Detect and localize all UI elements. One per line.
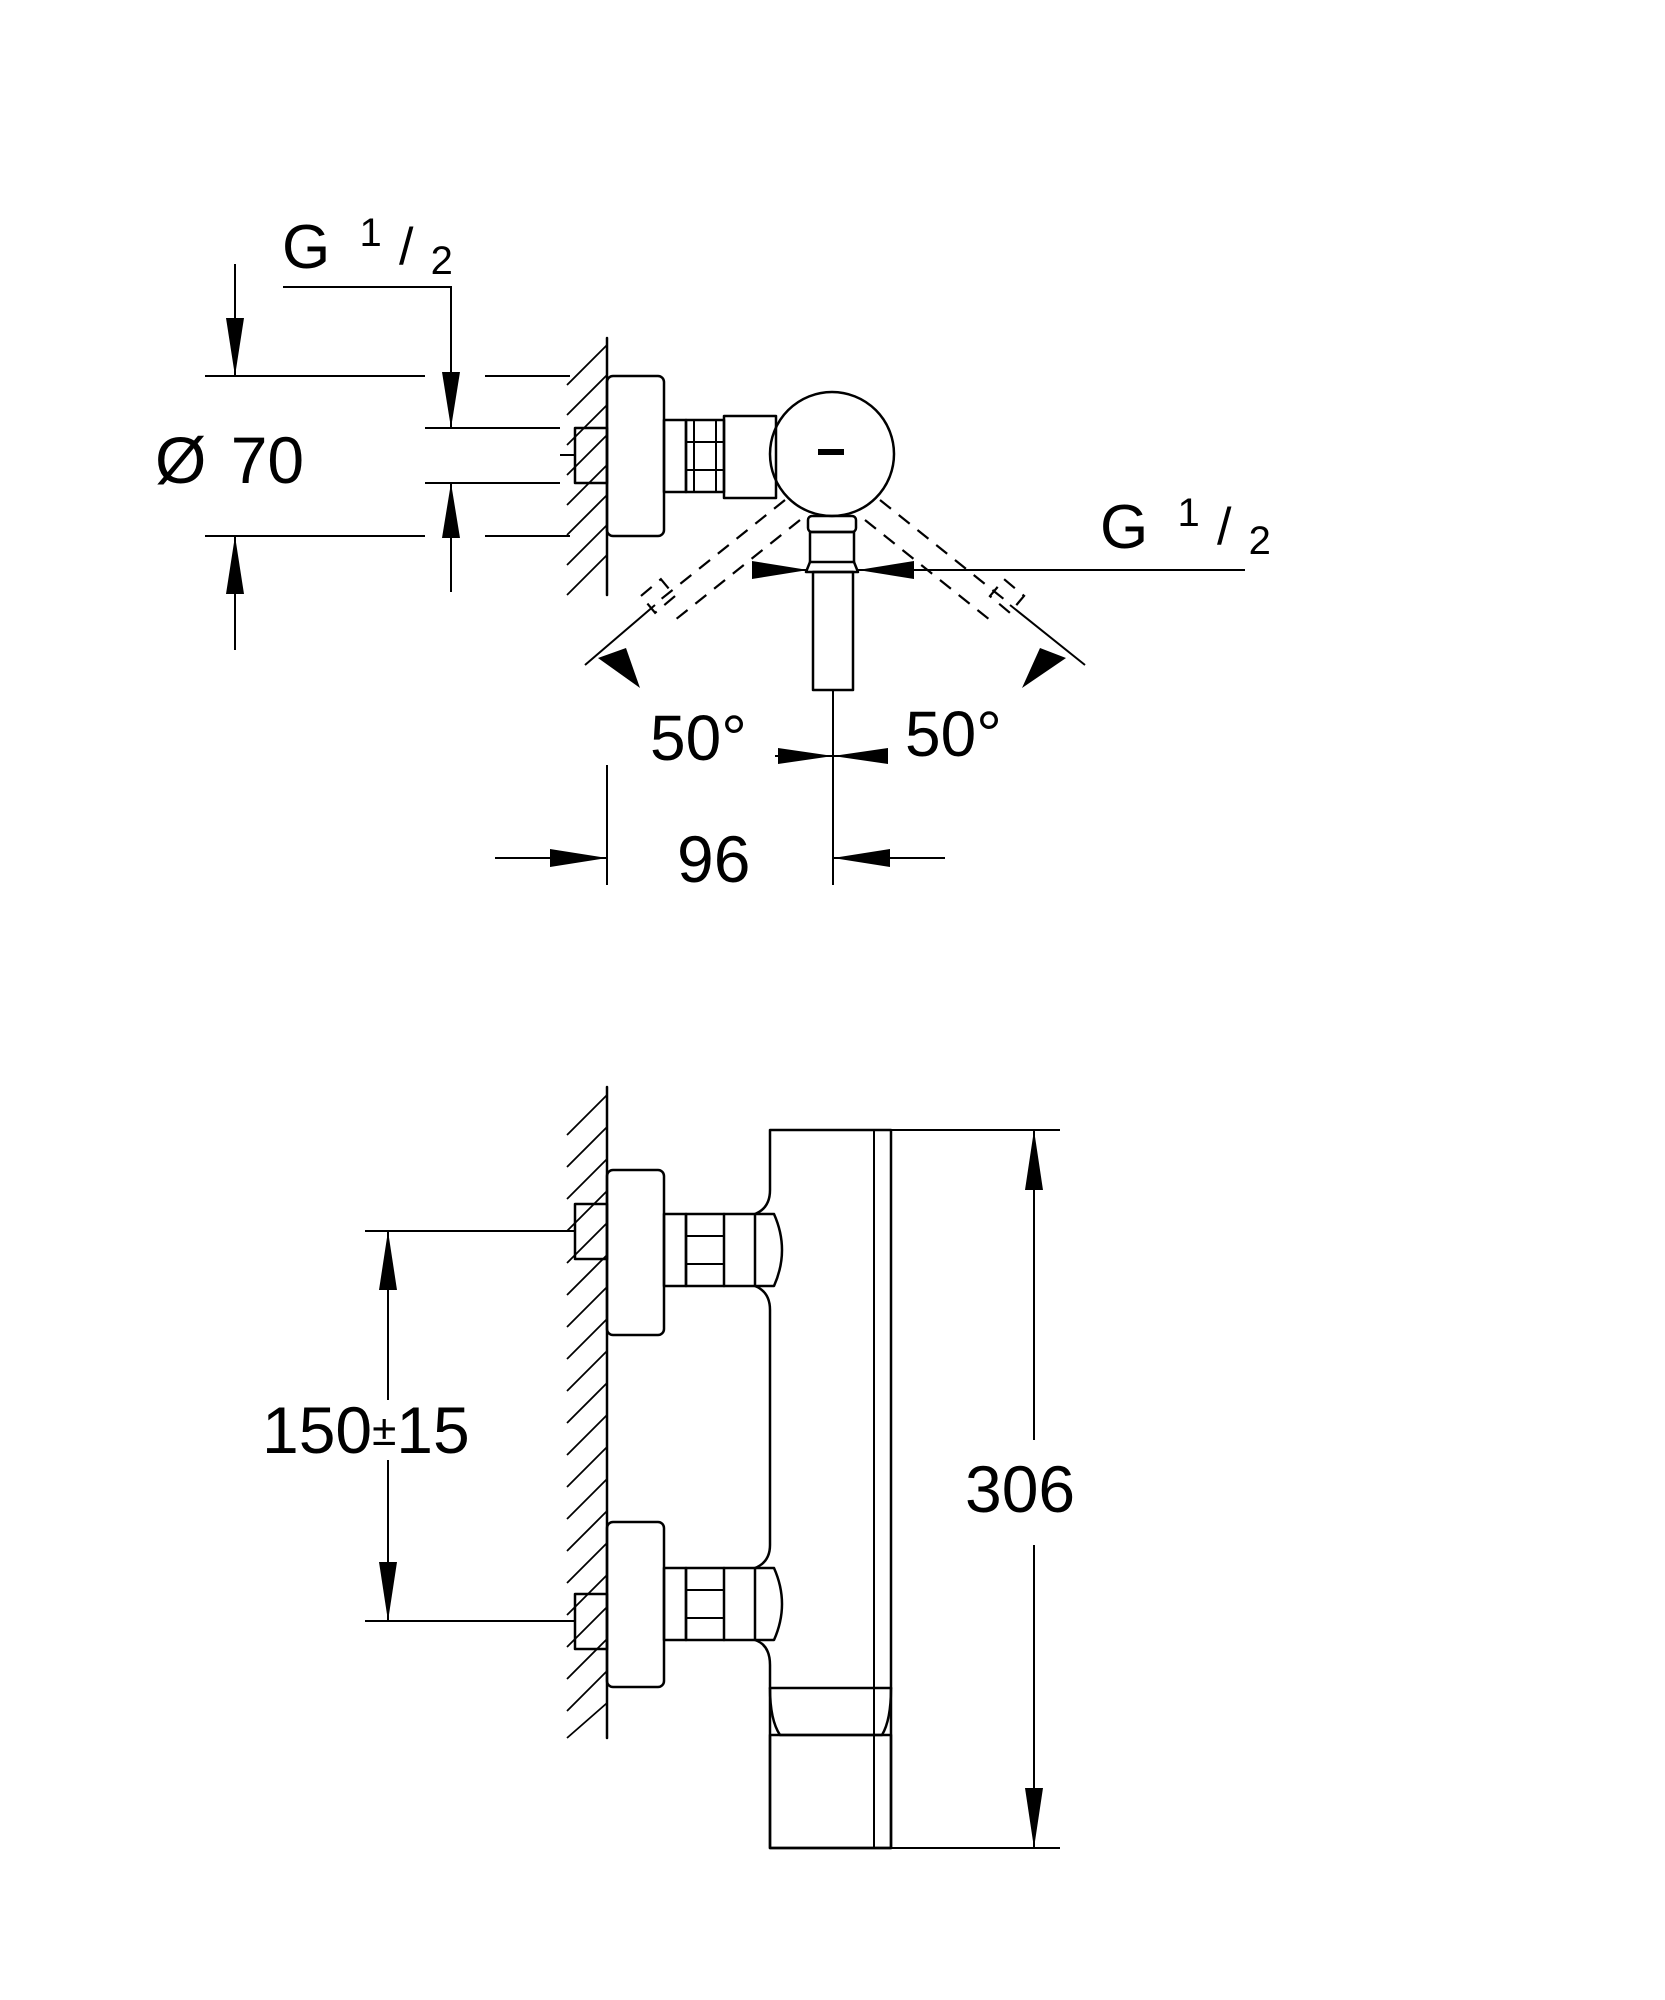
angle-arrow-left [598, 648, 640, 688]
thread-arrow-bottom [442, 483, 460, 538]
escutcheon-top [605, 374, 666, 538]
spacing-arrow-bottom [379, 1562, 397, 1621]
height-dimension [891, 1129, 1060, 1849]
angle-arrow-center-right [833, 748, 888, 764]
inlet-spacing-dimension [365, 1230, 560, 1622]
diameter-arrow-top [226, 318, 244, 376]
angle-label-left: 50° [650, 702, 747, 774]
offset-arrow-right [833, 849, 890, 867]
offset-arrow-left [550, 849, 607, 867]
wall-top [566, 336, 609, 597]
thread-label-top: G 1 / 2 [282, 191, 453, 283]
thread-label-top-den: 2 [431, 239, 453, 283]
offset-label: 96 [677, 822, 750, 896]
diameter-dimension [205, 264, 570, 650]
side-view: 150±15 306 [262, 1085, 1075, 1850]
thread-label-top-num: 1 [359, 211, 381, 255]
thread-label-top-main: G [282, 213, 330, 282]
thread-label-right-main: G [1100, 493, 1148, 562]
thread-label-top-slash: / [399, 218, 414, 276]
brand-mark [818, 449, 844, 455]
body-collar-top [722, 414, 778, 500]
spacing-arrow-top [379, 1231, 397, 1290]
inlet-spacing-label: 150±15 [262, 1393, 470, 1467]
diameter-label: Ø 70 [155, 423, 304, 497]
diameter-arrow-bottom [226, 536, 244, 594]
thread-label-right-slash: / [1217, 498, 1232, 556]
height-label: 306 [965, 1452, 1075, 1526]
diameter-symbol: Ø [155, 423, 206, 497]
lever-swing-positions [639, 499, 1026, 621]
inlet-upper [560, 1168, 784, 1337]
thread-label-right: G 1 / 2 [1100, 471, 1271, 563]
inlet-spacing-tol: 15 [396, 1393, 469, 1467]
thread-dimension-top [283, 286, 560, 592]
height-arrow-bottom [1025, 1788, 1043, 1848]
mixer-body-side [753, 1128, 893, 1850]
wall-side [566, 1085, 609, 1740]
bottom-handle [768, 1733, 893, 1850]
thread-label-right-den: 2 [1249, 519, 1271, 563]
thread-dimension-right [752, 561, 1245, 579]
lever-handle-top [804, 514, 860, 692]
offset-dimension [495, 765, 945, 885]
hex-nut-top [662, 418, 726, 494]
angle-arrow-right [1022, 648, 1066, 688]
diameter-value: 70 [231, 423, 304, 497]
angle-label-right: 50° [905, 698, 1002, 770]
height-arrow-top [1025, 1130, 1043, 1190]
thread-arrow-top [442, 372, 460, 428]
inlet-lower [560, 1520, 784, 1689]
inlet-spacing-base: 150 [262, 1393, 372, 1467]
inlet-spacing-tol-sign: ± [372, 1406, 396, 1455]
angle-leaders [584, 604, 1086, 880]
top-view: G 1 / 2 G 1 / 2 Ø 70 50° 50° 96 [155, 191, 1271, 896]
thread-arrow-right-b [858, 561, 914, 579]
angle-arrow-center-left [778, 748, 833, 764]
thread-label-right-num: 1 [1177, 491, 1199, 535]
